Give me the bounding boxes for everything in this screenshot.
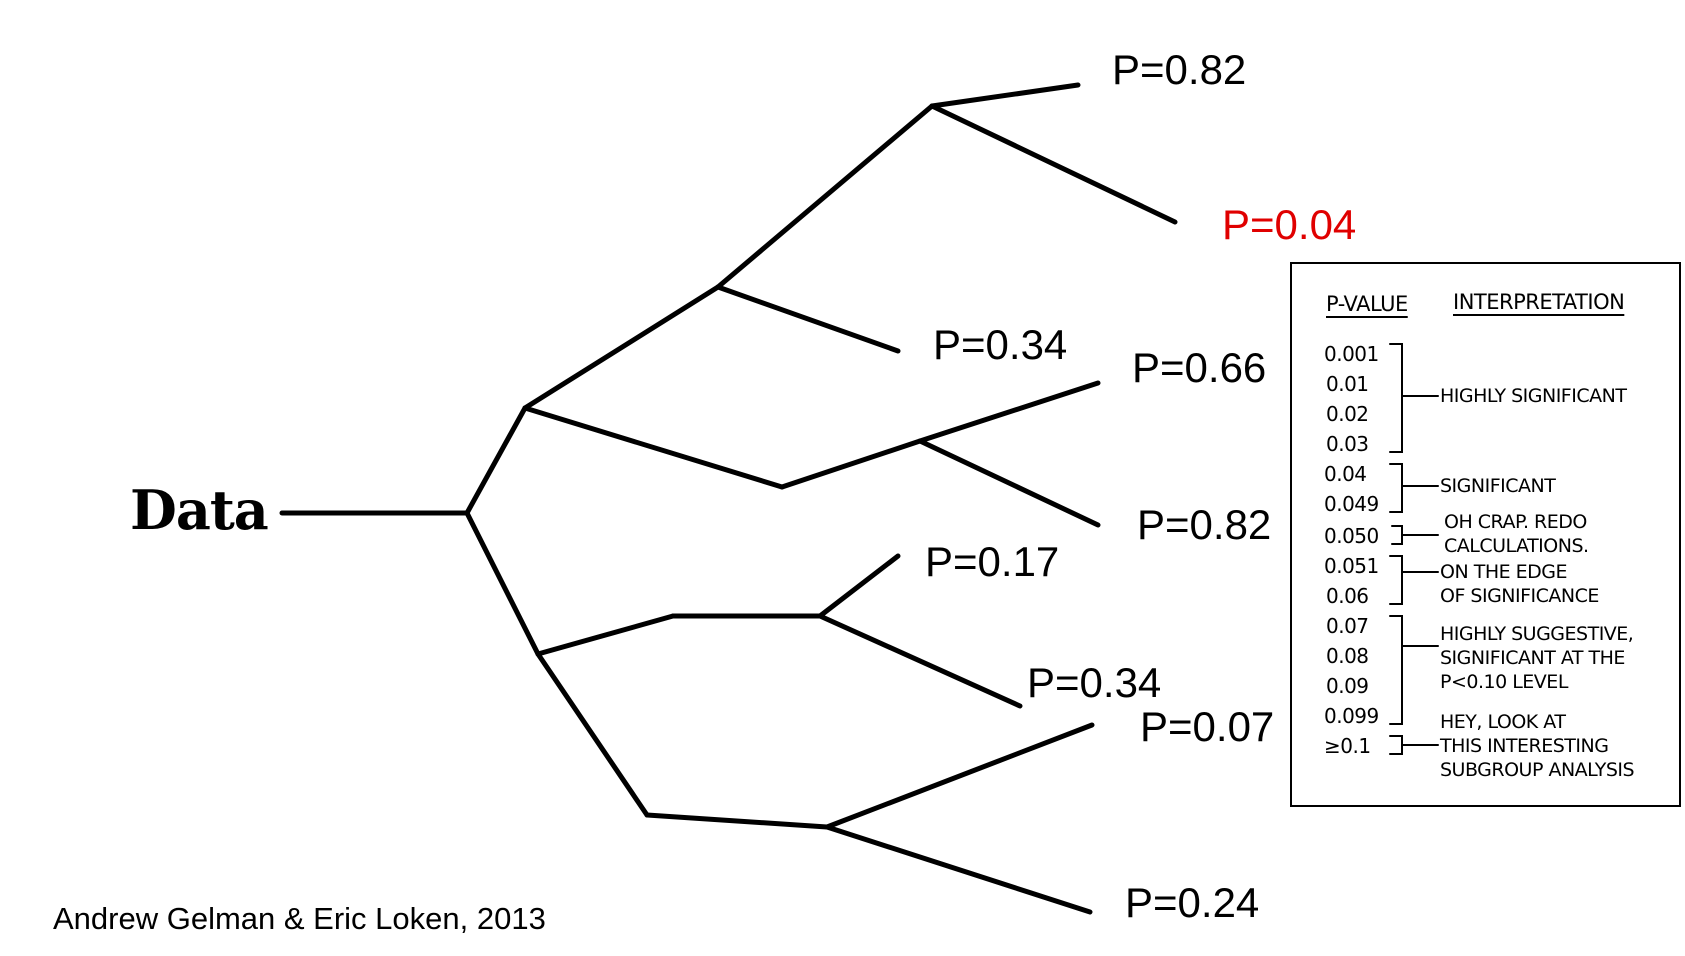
tree-branch xyxy=(817,553,901,619)
inset-interpretation-line: CALCULATIONS. xyxy=(1444,535,1589,557)
inset-pvalue: 0.07 xyxy=(1326,614,1369,638)
inset-interpretation-line: P<0.10 LEVEL xyxy=(1440,671,1568,693)
inset-bracket xyxy=(1391,525,1403,545)
inset-interpretation-line: OF SIGNIFICANCE xyxy=(1440,585,1599,607)
leaf-p-value: P=0.66 xyxy=(1132,344,1267,391)
tree-branch xyxy=(824,722,1095,830)
inset-bracket xyxy=(1389,343,1403,453)
tree-branch xyxy=(929,103,1178,225)
inset-interpretation-line: HIGHLY SUGGESTIVE, xyxy=(1440,623,1634,645)
inset-bracket xyxy=(1389,735,1403,755)
inset-pvalue: 0.050 xyxy=(1324,524,1379,548)
tree-branch xyxy=(929,82,1081,109)
inset-pvalue: 0.051 xyxy=(1324,554,1379,578)
tree-branch xyxy=(917,438,1101,528)
tree-branch xyxy=(715,284,901,354)
inset-pvalue: 0.049 xyxy=(1324,492,1379,516)
leaf-p-value: P=0.34 xyxy=(1027,659,1162,706)
inset-bracket xyxy=(1389,555,1403,605)
leaf-p-value-highlighted: P=0.04 xyxy=(1222,201,1357,248)
leaf-p-value: P=0.07 xyxy=(1140,703,1275,750)
inset-pvalue: 0.03 xyxy=(1326,432,1369,456)
inset-pvalue: 0.001 xyxy=(1324,342,1379,366)
inset-pvalue: 0.08 xyxy=(1326,644,1369,668)
tree-branch xyxy=(644,812,830,830)
tree-branch xyxy=(464,510,541,657)
inset-interpretation-line: ON THE EDGE xyxy=(1440,561,1568,583)
inset-pvalue: 0.06 xyxy=(1326,584,1369,608)
leaf-p-value: P=0.24 xyxy=(1125,879,1260,926)
inset-interpretation: HIGHLY SUGGESTIVE, SIGNIFICANT AT THE P<… xyxy=(1440,622,1634,694)
inset-pvalue: ≥0.1 xyxy=(1324,734,1371,758)
inset-interpretation-line: SIGNIFICANT AT THE xyxy=(1440,647,1625,669)
tree-branch xyxy=(535,651,650,818)
tree-branch xyxy=(522,405,785,490)
inset-interpretation: OH CRAP. REDO CALCULATIONS. xyxy=(1444,510,1589,558)
inset-header-interpretation: INTERPRETATION xyxy=(1453,290,1625,314)
root-label: Data xyxy=(130,478,269,542)
inset-interpretation-line: SIGNIFICANT xyxy=(1440,475,1556,497)
tree-branch xyxy=(535,613,676,657)
inset-header-pvalue: P-VALUE xyxy=(1326,292,1408,316)
inset-interpretation: HIGHLY SIGNIFICANT xyxy=(1440,384,1627,408)
tree-branch xyxy=(824,824,1093,915)
tree-branch xyxy=(522,284,721,411)
inset-interpretation: SIGNIFICANT xyxy=(1440,474,1556,498)
inset-pvalue: 0.02 xyxy=(1326,402,1369,426)
leaf-p-value: P=0.82 xyxy=(1112,46,1247,93)
inset-pvalue: 0.01 xyxy=(1326,372,1369,396)
inset-pvalue: 0.09 xyxy=(1326,674,1369,698)
inset-interpretation-line: OH CRAP. REDO xyxy=(1444,511,1587,533)
tree-branch xyxy=(715,103,935,290)
inset-interpretation: HEY, LOOK AT THIS INTERESTING SUBGROUP A… xyxy=(1440,710,1635,782)
leaf-p-value: P=0.34 xyxy=(933,321,1068,368)
inset-pvalue: 0.099 xyxy=(1324,704,1379,728)
leaf-p-value: P=0.82 xyxy=(1137,501,1272,548)
inset-interpretation-line: HIGHLY SIGNIFICANT xyxy=(1440,385,1627,407)
inset-interpretation-line: SUBGROUP ANALYSIS xyxy=(1440,759,1635,781)
tree-branch xyxy=(464,405,528,516)
attribution-credit: Andrew Gelman & Eric Loken, 2013 xyxy=(53,901,546,936)
inset-interpretation: ON THE EDGE OF SIGNIFICANCE xyxy=(1440,560,1599,608)
inset-interpretation-line: THIS INTERESTING xyxy=(1440,735,1609,757)
tree-branch xyxy=(779,438,923,490)
tree-branch xyxy=(817,613,1023,709)
inset-pvalue: 0.04 xyxy=(1324,462,1367,486)
tree-branch xyxy=(917,380,1101,444)
inset-bracket xyxy=(1389,463,1403,513)
leaf-p-value: P=0.17 xyxy=(925,538,1060,585)
inset-bracket xyxy=(1389,615,1403,725)
p-value-interpretation-inset: P-VALUE INTERPRETATION 0.001 0.01 0.02 0… xyxy=(1290,262,1681,807)
inset-interpretation-line: HEY, LOOK AT xyxy=(1440,711,1566,733)
